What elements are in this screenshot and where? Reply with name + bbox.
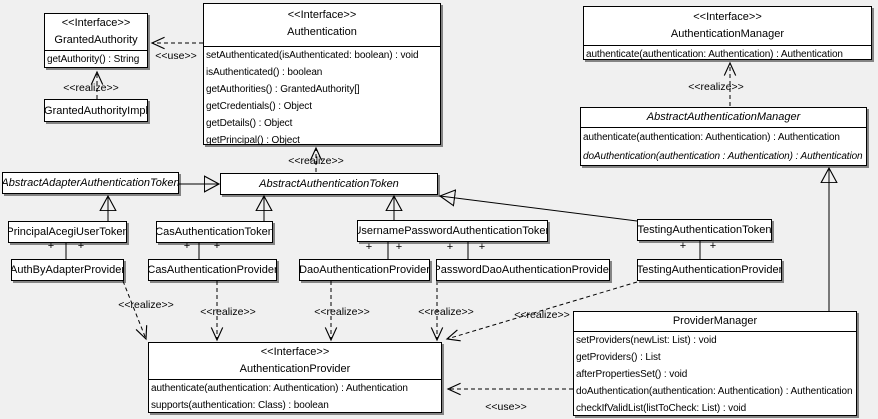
association-end-plus: + [183,240,191,252]
class-providermanager: ProviderManager setProviders(newList: Li… [573,311,857,416]
stereotype-text: <<Interface>> [260,346,330,358]
class-method: setAuthenticated(isAuthenticated: boolea… [206,50,419,61]
class-authenticationprovider: <<Interface>> AuthenticationProvider aut… [148,342,442,413]
class-daoauthenticationprovider: DaoAuthenticationProvider [299,259,430,281]
class-authenticationmanager: <<Interface>> AuthenticationManager auth… [583,6,872,60]
realize-label: <<realize>> [418,306,474,318]
class-method-abstract: doAuthentication(authentication : Authen… [583,151,863,162]
class-name: GrantedAuthority [54,34,138,46]
class-method: authenticate(authentication: Authenticat… [583,132,840,143]
association-end-plus: + [47,240,55,252]
class-name: ProviderManager [672,315,758,327]
association-end-plus: + [77,240,85,252]
realize-label: <<realize>> [288,155,344,167]
class-authentication: <<Interface>> Authentication setAuthenti… [203,3,441,145]
class-name: AuthenticationManager [670,28,785,40]
class-name: CasAuthenticationToken [156,226,273,238]
realize-label: <<realize>> [118,299,174,311]
class-name: PrincipalAcegiUserToken [8,226,127,238]
realize-label: <<realize>> [688,81,744,93]
class-name: Authentication [287,26,357,38]
class-method: supports(authentication: Class) : boolea… [151,400,329,411]
class-method: doAuthentication(authentication: Authent… [576,386,853,397]
class-method: getCredentials() : Object [206,101,312,112]
class-method: getPrincipal() : Object [206,135,300,145]
use-label: <<use>> [155,50,197,62]
class-name: CasAuthenticationProvider [148,264,277,276]
class-name: UsernamePasswordAuthenticationToken [357,225,548,237]
class-name: TestingAuthenticationProvider [637,264,782,276]
class-method: getProviders() : List [576,352,661,363]
use-label: <<use>> [485,401,527,413]
class-method: getAuthority() : String [47,54,140,65]
stereotype-text: <<Interface>> [693,11,762,23]
generalization-testingtoken [438,189,638,222]
class-testingauthenticationtoken: TestingAuthenticationToken [637,219,772,241]
class-name: DaoAuthenticationProvider [299,264,430,276]
class-name: TestingAuthenticationToken [637,224,772,236]
class-name: AbstractAuthenticationToken [259,178,399,190]
association-end-plus: + [446,241,454,253]
class-method: setProviders(newList: List) : void [576,335,717,346]
realize-label: <<realize>> [200,306,256,318]
class-grantedauthorityimpl: GrantedAuthorityImpl [44,99,148,122]
class-abstractadapterauthenticationtoken: AbstractAdapterAuthenticationToken [2,172,179,194]
class-method: authenticate(authentication: Authenticat… [151,383,408,394]
class-method: getDetails() : Object [206,118,293,129]
class-method: isAuthenticated() : boolean [206,67,323,78]
association-end-plus: + [213,240,221,252]
class-principalacegiusertoken: PrincipalAcegiUserToken [8,221,127,243]
realize-label: <<realize>> [63,82,119,94]
association-end-plus: + [395,241,403,253]
class-abstractauthenticationtoken: AbstractAuthenticationToken [220,173,438,195]
realize-label: <<realize>> [314,306,370,318]
class-method: afterPropertiesSet() : void [576,369,688,380]
class-usernamepasswordauthenticationtoken: UsernamePasswordAuthenticationToken [357,220,548,242]
class-name: AuthenticationProvider [239,363,351,375]
realize-label: <<realize>> [514,309,570,321]
stereotype-text: <<Interface>> [287,9,357,21]
class-name: AuthByAdapterProvider [11,264,124,276]
class-method: checkIfValidList(listToCheck: List) : vo… [576,403,747,414]
association-end-plus: + [478,241,486,253]
class-grantedauthority: <<Interface>> GrantedAuthority getAuthor… [44,13,148,68]
association-end-plus: + [709,240,717,252]
class-casauthenticationprovider: CasAuthenticationProvider [148,259,277,281]
class-method: authenticate(authentication: Authenticat… [586,49,843,60]
class-casauthenticationtoken: CasAuthenticationToken [156,221,273,243]
class-name: AbstractAuthenticationManager [646,111,801,123]
association-end-plus: + [365,241,373,253]
class-abstractauthenticationmanager: AbstractAuthenticationManager authentica… [580,107,867,166]
class-authbyadapterprovider: AuthByAdapterProvider [11,259,124,281]
stereotype-text: <<Interface>> [61,17,131,29]
class-method: getAuthorities() : GrantedAuthority[] [206,84,360,95]
class-testingauthenticationprovider: TestingAuthenticationProvider [637,259,782,281]
class-passworddaoauthenticationprovider: PasswordDaoAuthenticationProvider [436,259,610,281]
class-name: AbstractAdapterAuthenticationToken [2,177,179,189]
class-name: GrantedAuthorityImpl [44,104,148,117]
class-name: PasswordDaoAuthenticationProvider [436,264,610,276]
association-end-plus: + [679,240,687,252]
